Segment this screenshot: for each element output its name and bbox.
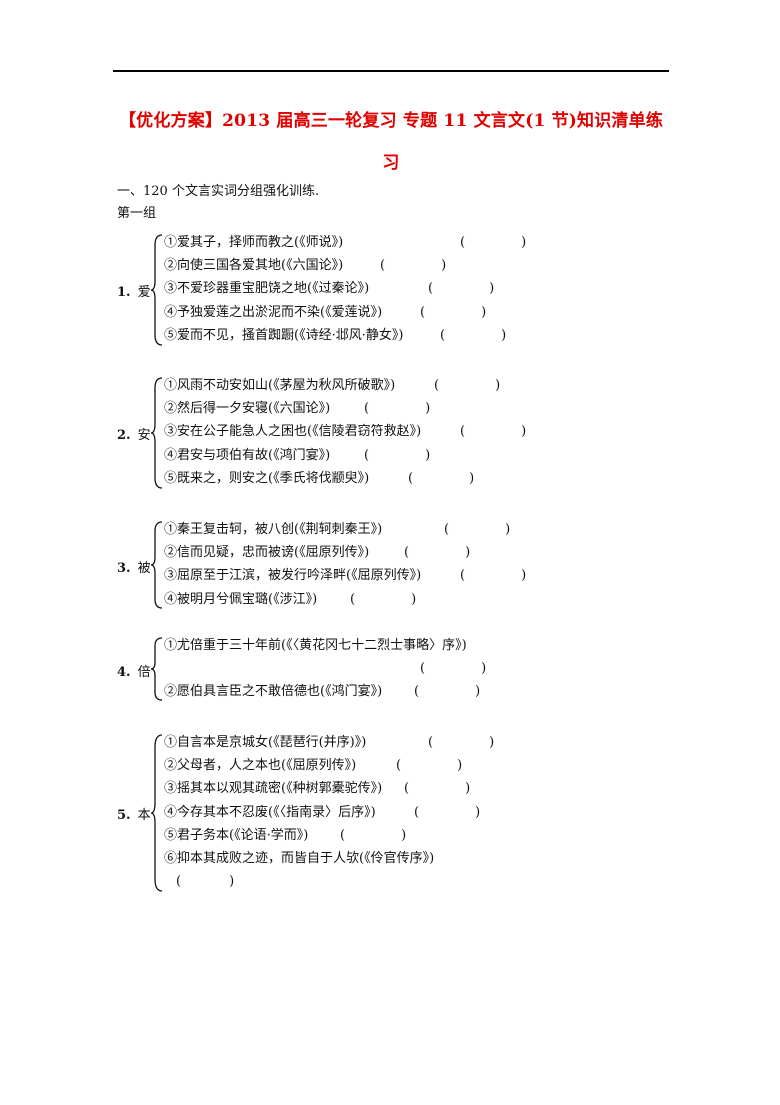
answer-blank[interactable]: () [380, 258, 447, 274]
list-item: ①风雨不动安如山(《茅屋为秋风所破歌》)() [164, 374, 500, 397]
answer-blank[interactable]: () [414, 684, 481, 700]
answer-blank[interactable]: () [434, 378, 501, 393]
list-item: ②信而见疑，忠而被谤(《屈原列传》)() [164, 541, 470, 564]
group-char: 被 [137, 561, 151, 576]
answer-blank[interactable]: () [408, 470, 475, 486]
list-item: ①秦王复击轲，被八创(《荆轲刺秦王》)() [164, 518, 510, 541]
list-item: ③安在公子能急人之困也(《信陵君窃符救赵》)() [164, 420, 526, 443]
answer-blank[interactable]: () [428, 281, 495, 297]
list-item: () [164, 657, 486, 680]
group-number: 1.爱 [117, 285, 151, 300]
answer-blank[interactable]: () [350, 591, 417, 607]
list-item: ④今存其本不忍废(《〈指南录〉后序》)() [164, 801, 480, 824]
document-title: 【优化方案】2013 届高三一轮复习 专题 11 文言文(1 节)知识清单练 习 [113, 100, 669, 184]
list-item: ①尤倍重于三十年前(《〈黄花冈七十二烈士事略〉序》) [164, 638, 467, 653]
list-item: () [164, 870, 434, 893]
brace-icon [151, 637, 163, 701]
answer-blank[interactable]: () [404, 781, 471, 797]
list-item: ①爱其子，择师而教之(《师说》)() [164, 231, 526, 254]
answer-blank[interactable]: () [440, 327, 507, 343]
group-char: 倍 [137, 665, 151, 680]
group-char: 安 [137, 428, 151, 443]
title-line-2: 习 [382, 153, 400, 173]
list-item: ③屈原至于江滨，被发行吟泽畔(《屈原列传》)() [164, 564, 526, 587]
header-rule [113, 70, 669, 72]
group-number: 2.安 [117, 428, 151, 443]
list-item: ⑥抑本其成败之迹，而皆自于人欤(《伶官传序》) [164, 850, 435, 866]
answer-blank[interactable]: () [364, 401, 431, 417]
answer-blank[interactable]: () [404, 545, 471, 561]
list-item: ②向使三国各爱其地(《六国论》)() [164, 254, 446, 277]
group-number: 4.倍 [117, 665, 151, 680]
answer-blank[interactable]: () [420, 661, 487, 677]
list-item: ②愿伯具言臣之不敢倍德也(《鸿门宴》)() [164, 680, 480, 703]
group-char: 爱 [137, 285, 151, 300]
answer-blank[interactable]: () [460, 235, 527, 250]
answer-blank[interactable]: () [420, 304, 487, 320]
group-number: 3.被 [117, 561, 151, 576]
answer-blank[interactable]: () [444, 522, 511, 537]
list-item: ⑤爱而不见，搔首踟蹰(《诗经·邶风·静女》)() [164, 324, 506, 347]
brace-icon [151, 234, 163, 346]
group-label: 第一组 [117, 206, 157, 221]
list-item: ④君安与项伯有故(《鸿门宴》)() [164, 444, 430, 467]
answer-blank[interactable]: () [414, 804, 481, 820]
list-item: ④被明月兮佩宝璐(《涉江》)() [164, 588, 421, 611]
answer-blank[interactable]: () [364, 447, 431, 463]
answer-blank[interactable]: () [176, 874, 235, 890]
list-item: ①自言本是京城女(《琵琶行(并序)》)() [164, 731, 494, 754]
list-item: ③摇其本以观其疏密(《种树郭橐驼传》)() [164, 777, 470, 800]
list-item: ②父母者，人之本也(《屈原列传》)() [164, 754, 462, 777]
title-line-1: 【优化方案】2013 届高三一轮复习 专题 11 文言文(1 节)知识清单练 [118, 111, 664, 131]
answer-blank[interactable]: () [396, 758, 463, 774]
list-item: ④予独爱莲之出淤泥而不染(《爱莲说》)() [164, 301, 486, 324]
brace-icon [151, 734, 163, 892]
answer-blank[interactable]: () [460, 424, 527, 440]
list-item: ②然后得一夕安寝(《六国论》)() [164, 397, 430, 420]
answer-blank[interactable]: () [340, 827, 407, 843]
list-item: ③不爱珍器重宝肥饶之地(《过秦论》)() [164, 277, 494, 300]
brace-icon [151, 521, 163, 609]
answer-blank[interactable]: () [460, 568, 527, 584]
answer-blank[interactable]: () [428, 735, 495, 750]
group-char: 本 [137, 808, 151, 823]
group-number: 5.本 [117, 808, 151, 823]
section-heading: 一、120 个文言实词分组强化训练. [117, 184, 320, 199]
list-item: ⑤既来之，则安之(《季氏将伐颛臾》)() [164, 467, 474, 490]
brace-icon [151, 377, 163, 489]
list-item: ⑤君子务本(《论语·学而》)() [164, 824, 434, 847]
